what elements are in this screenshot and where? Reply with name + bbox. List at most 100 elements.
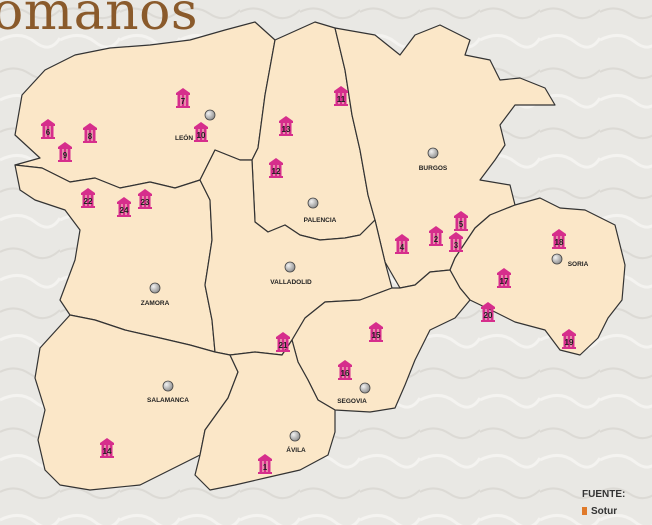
province-avila: [194, 339, 336, 491]
site-marker-15[interactable]: 15: [369, 322, 383, 342]
site-marker-11[interactable]: 11: [334, 86, 348, 106]
site-number: 7: [181, 97, 186, 106]
site-marker-22[interactable]: 22: [81, 188, 95, 208]
city-label: LEÓN: [175, 133, 193, 142]
city-dot-icon: [289, 430, 301, 442]
site-number: 4: [400, 243, 405, 252]
site-number: 19: [565, 338, 574, 347]
site-marker-20[interactable]: 20: [481, 302, 495, 322]
temple-icon: [429, 226, 443, 246]
city-palencia: PALENCIA: [304, 197, 337, 224]
site-marker-24[interactable]: 24: [117, 197, 131, 217]
city-valladolid: VALLADOLID: [270, 261, 312, 286]
city-dot-icon: [284, 261, 296, 273]
city-segovia: SEGOVIA: [337, 382, 371, 405]
source-heading: FUENTE:: [582, 489, 626, 500]
site-marker-9[interactable]: 9: [58, 142, 72, 162]
province-soria: [449, 197, 626, 356]
temple-icon: [83, 123, 97, 143]
site-number: 13: [282, 125, 291, 134]
site-marker-4[interactable]: 4: [395, 234, 409, 254]
temple-icon: [481, 302, 495, 322]
site-marker-18[interactable]: 18: [552, 229, 566, 249]
site-number: 8: [88, 132, 93, 141]
site-number: 21: [279, 341, 288, 350]
site-marker-6[interactable]: 6: [41, 119, 55, 139]
source-entry: Sotur: [582, 503, 625, 520]
city-salamanca: SALAMANCA: [147, 380, 189, 404]
temple-icon: [117, 197, 131, 217]
site-number: 17: [500, 277, 509, 286]
site-marker-23[interactable]: 23: [138, 189, 152, 209]
site-number: 22: [84, 197, 93, 206]
temple-icon: [41, 119, 55, 139]
map-title: omanos: [0, 0, 199, 42]
city-dot-icon: [551, 253, 563, 265]
site-marker-8[interactable]: 8: [83, 123, 97, 143]
site-marker-13[interactable]: 13: [279, 116, 293, 136]
site-marker-3[interactable]: 3: [449, 232, 463, 252]
site-number: 10: [197, 131, 206, 140]
temple-icon: [454, 211, 468, 231]
temple-icon: [58, 142, 72, 162]
site-marker-17[interactable]: 17: [497, 268, 511, 288]
site-number: 18: [555, 238, 564, 247]
site-number: 3: [454, 241, 459, 250]
site-marker-16[interactable]: 16: [338, 360, 352, 380]
temple-icon: [338, 360, 352, 380]
temple-icon: [100, 438, 114, 458]
city-leon: LEÓN: [175, 109, 216, 142]
city-label: SEGOVIA: [337, 398, 367, 405]
site-number: 2: [434, 235, 439, 244]
temple-icon: [138, 189, 152, 209]
city-label: BURGOS: [419, 165, 448, 172]
temple-icon: [562, 329, 576, 349]
city-label: ZAMORA: [141, 300, 170, 307]
site-marker-21[interactable]: 21: [276, 332, 290, 352]
site-number: 9: [63, 151, 68, 160]
site-number: 23: [141, 198, 150, 207]
temple-icon: [81, 188, 95, 208]
bullet-square-icon: [582, 507, 587, 515]
city-dot-icon: [162, 380, 174, 392]
temple-icon: [395, 234, 409, 254]
site-marker-1[interactable]: 1: [258, 454, 272, 474]
site-number: 15: [372, 331, 381, 340]
site-marker-12[interactable]: 12: [269, 158, 283, 178]
temple-icon: [176, 88, 190, 108]
city-label: VALLADOLID: [270, 279, 312, 286]
city-label: SALAMANCA: [147, 397, 189, 404]
city-dot-icon: [427, 147, 439, 159]
city-dot-icon: [149, 282, 161, 294]
temple-icon: [497, 268, 511, 288]
site-number: 11: [337, 95, 346, 104]
city-soria: SORIA: [551, 253, 589, 268]
site-marker-10[interactable]: 10: [194, 122, 208, 142]
site-number: 14: [103, 447, 112, 456]
site-marker-7[interactable]: 7: [176, 88, 190, 108]
city-dot-icon: [307, 197, 319, 209]
temple-icon: [194, 122, 208, 142]
site-marker-2[interactable]: 2: [429, 226, 443, 246]
site-marker-5[interactable]: 5: [454, 211, 468, 231]
site-number: 6: [46, 128, 51, 137]
city-zamora: ZAMORA: [141, 282, 170, 307]
site-marker-14[interactable]: 14: [100, 438, 114, 458]
city-label: ÁVILA: [286, 445, 306, 454]
city-label: PALENCIA: [304, 217, 337, 224]
site-marker-19[interactable]: 19: [562, 329, 576, 349]
site-number: 20: [484, 311, 493, 320]
site-number: 16: [341, 369, 350, 378]
temple-icon: [334, 86, 348, 106]
city-avila: ÁVILA: [286, 430, 306, 454]
site-number: 5: [459, 220, 464, 229]
temple-icon: [369, 322, 383, 342]
cities-layer: LEÓN BURGOS PALENCIA VALLADOLID SORIA ZAMORA S…: [141, 109, 589, 454]
site-number: 24: [120, 206, 129, 215]
city-label: SORIA: [568, 261, 589, 268]
source-name: Sotur: [591, 506, 618, 517]
city-burgos: BURGOS: [419, 147, 448, 172]
